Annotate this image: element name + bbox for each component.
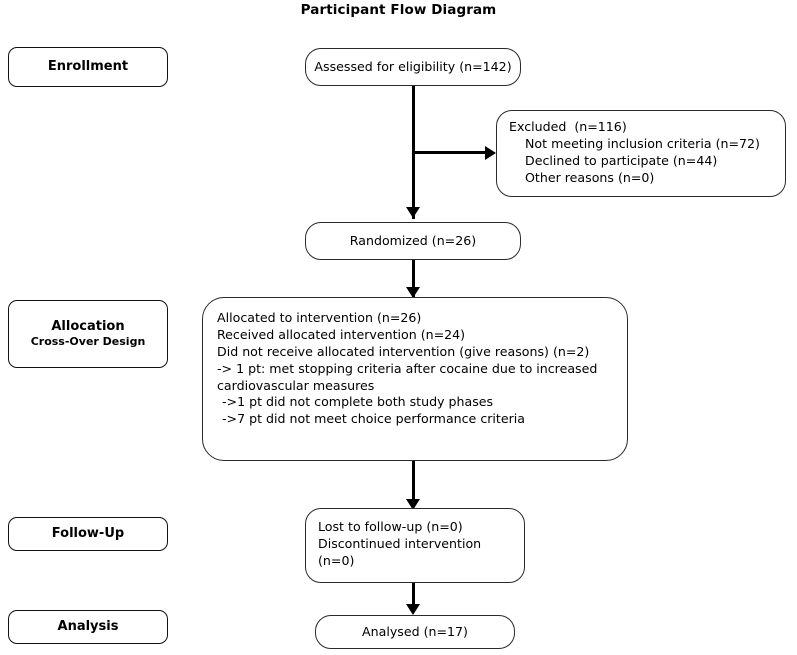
box-allocation-line-1: Allocated to intervention (n=26) bbox=[217, 310, 422, 325]
stage-label-followup: Follow-Up bbox=[8, 517, 168, 551]
box-excluded-line-4: Other reasons (n=0) bbox=[525, 169, 655, 185]
box-followup-line-1: Lost to follow-up (n=0) bbox=[318, 519, 463, 534]
stage-label-followup-text: Follow-Up bbox=[51, 526, 125, 542]
box-followup-line-2: Discontinued intervention bbox=[318, 535, 482, 551]
connector-allocation-to-followup-arrow bbox=[406, 499, 420, 510]
connector-randomized-to-allocation-arrow bbox=[406, 287, 420, 298]
stage-label-analysis-text: Analysis bbox=[57, 619, 119, 635]
stage-label-allocation: Allocation Cross-Over Design bbox=[8, 300, 168, 368]
connector-to-excluded-arrow bbox=[485, 146, 496, 160]
box-analysis-line-1: Analysed (n=17) bbox=[362, 623, 468, 639]
box-allocation-line-2: Received allocated intervention (n=24) bbox=[217, 326, 466, 342]
box-randomized: Randomized (n=26) bbox=[305, 222, 521, 260]
box-allocation-line-7: ->7 pt did not meet choice performance c… bbox=[222, 411, 525, 427]
stage-label-enrollment: Enrollment bbox=[8, 47, 168, 87]
connector-followup-to-analysis-arrow bbox=[406, 604, 420, 615]
box-assessed-for-eligibility: Assessed for eligibility (n=142) bbox=[305, 48, 521, 86]
box-randomized-line-1: Randomized (n=26) bbox=[349, 232, 477, 248]
connector-assessed-to-randomized-arrow bbox=[406, 207, 420, 218]
box-allocation: Allocated to intervention (n=26) Receive… bbox=[202, 297, 628, 461]
box-analysis: Analysed (n=17) bbox=[315, 615, 515, 649]
box-assessed-line-1: Assessed for eligibility (n=142) bbox=[314, 58, 512, 74]
box-excluded-line-1: Excluded (n=116) bbox=[509, 119, 627, 134]
connector-to-excluded-line bbox=[413, 151, 487, 154]
page-title: Participant Flow Diagram bbox=[300, 2, 497, 18]
connector-allocation-to-followup-line bbox=[412, 461, 415, 507]
box-followup-line-3: (n=0) bbox=[318, 552, 355, 568]
box-excluded: Excluded (n=116) Not meeting inclusion c… bbox=[496, 110, 786, 197]
box-allocation-line-3: Did not receive allocated intervention (… bbox=[217, 343, 590, 359]
box-excluded-line-3: Declined to participate (n=44) bbox=[525, 152, 718, 168]
box-excluded-line-2: Not meeting inclusion criteria (n=72) bbox=[525, 135, 760, 151]
box-followup: Lost to follow-up (n=0) Discontinued int… bbox=[305, 508, 525, 583]
connector-randomized-to-allocation-line bbox=[412, 260, 415, 297]
box-allocation-line-4: -> 1 pt: met stopping criteria after coc… bbox=[217, 360, 598, 376]
stage-label-allocation-sub: Cross-Over Design bbox=[30, 334, 146, 348]
connector-followup-to-analysis-line bbox=[412, 583, 415, 611]
box-allocation-line-5: cardiovascular measures bbox=[217, 377, 375, 393]
stage-label-enrollment-text: Enrollment bbox=[47, 59, 129, 75]
stage-label-allocation-text: Allocation bbox=[51, 319, 125, 335]
box-allocation-line-6: ->1 pt did not complete both study phase… bbox=[222, 394, 494, 410]
stage-label-analysis: Analysis bbox=[8, 610, 168, 644]
